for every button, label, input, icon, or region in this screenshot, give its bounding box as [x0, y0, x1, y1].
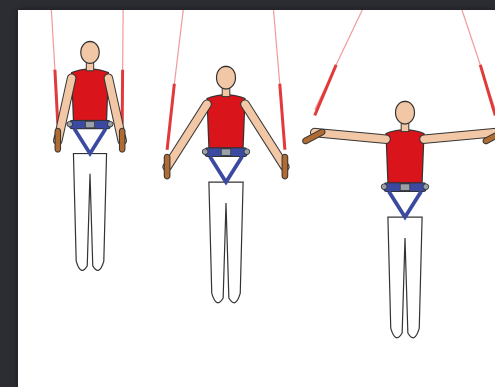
rope-strap [280, 84, 285, 150]
harness-clip [107, 121, 113, 127]
shirt [207, 95, 245, 148]
ring-handle [55, 128, 61, 152]
harness-leg-strap [74, 129, 105, 154]
pants [73, 154, 106, 271]
arm [167, 104, 207, 167]
harness-clip [202, 149, 208, 155]
shirt [72, 69, 109, 121]
pants [209, 182, 243, 303]
ring-handle [119, 128, 125, 152]
illustration-panel [18, 10, 495, 387]
harness-buckle [221, 149, 231, 156]
harness-clip [244, 149, 250, 155]
pants [388, 217, 422, 338]
harness-leg-strap [210, 156, 242, 182]
shirt [386, 130, 424, 183]
harness-buckle [85, 121, 94, 127]
gymnast-figure-1 [51, 10, 125, 270]
rope-strap [315, 65, 336, 116]
rope-strap [480, 65, 495, 116]
gymnast-figure-2 [164, 10, 288, 303]
ring-handle [164, 154, 170, 179]
harness-clip [67, 121, 73, 127]
harness-clip [381, 184, 387, 190]
harness-leg-strap [389, 191, 421, 217]
ring-handle [282, 154, 288, 179]
harness-clip [423, 184, 429, 190]
arm [245, 104, 285, 167]
rope-strap [167, 84, 174, 150]
rings-illustration [18, 10, 495, 387]
gymnast-figure-3 [302, 10, 495, 338]
harness-buckle [400, 184, 410, 191]
rope-strap [55, 70, 58, 124]
